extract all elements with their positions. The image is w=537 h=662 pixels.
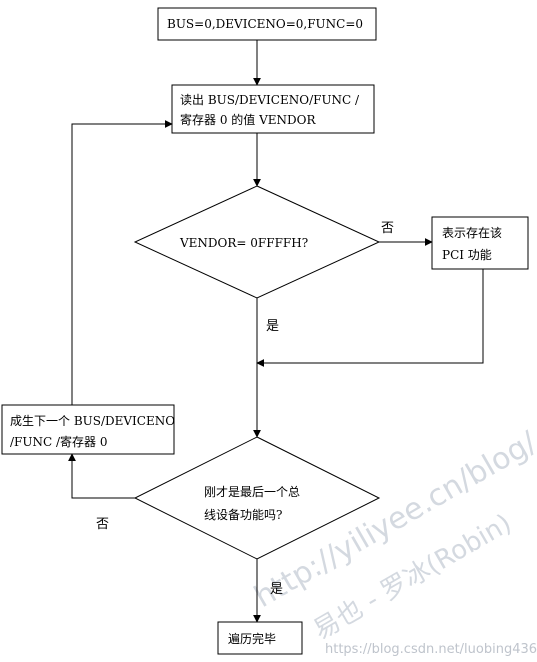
node-check-vendor-text: VENDOR= 0FFFFH? [179, 236, 308, 250]
node-next: 成生下一个 BUS/DEVICENO /FUNC /寄存器 0 [1, 404, 175, 455]
node-next-line2: /FUNC /寄存器 0 [10, 434, 107, 449]
node-check-last: 刚才是最后一个总 线设备功能吗? [133, 436, 381, 560]
label-last-no: 否 [96, 517, 109, 532]
node-check-last-line1: 刚才是最后一个总 [204, 485, 300, 499]
edge-exists-merge [256, 269, 484, 367]
node-exists: 表示存在该 PCI 功能 [431, 216, 529, 270]
node-next-line1: 成生下一个 BUS/DEVICENO [10, 414, 175, 428]
watermark-source: https://blog.csdn.net/luobing4365 [325, 642, 537, 657]
node-read-line1: 读出 BUS/DEVICENO/FUNC / [180, 93, 360, 107]
node-check-vendor: VENDOR= 0FFFFH? [133, 185, 381, 299]
node-init-text: BUS=0,DEVICENO=0,FUNC=0 [167, 17, 363, 31]
node-check-last-line2: 线设备功能吗? [204, 508, 282, 522]
node-init: BUS=0,DEVICENO=0,FUNC=0 [157, 7, 377, 41]
label-last-yes: 是 [270, 582, 283, 597]
node-done: 遍历完毕 [217, 621, 303, 655]
label-vendor-no: 否 [381, 221, 394, 236]
edge-next-read [71, 120, 173, 405]
node-done-text: 遍历完毕 [228, 631, 276, 646]
node-read-line2: 寄存器 0 的值 VENDOR [180, 112, 316, 127]
node-exists-line2: PCI 功能 [442, 248, 492, 262]
label-vendor-yes: 是 [266, 319, 279, 334]
node-read: 读出 BUS/DEVICENO/FUNC / 寄存器 0 的值 VENDOR [171, 84, 375, 134]
node-exists-line1: 表示存在该 [442, 226, 502, 240]
edge-last-no [68, 453, 135, 499]
